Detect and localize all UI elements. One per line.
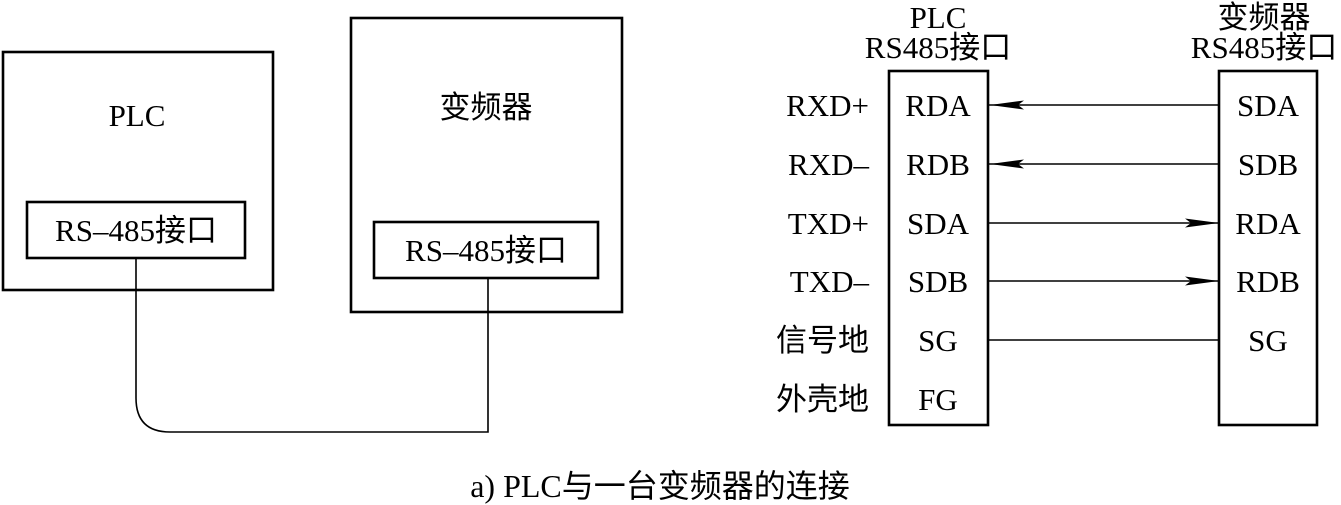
inverter-port-box [372, 220, 600, 280]
terminal-wiring: PLC RS485接口 变频器 RS485接口 RXD+ RDA SDA RXD– RD… [776, 0, 1337, 427]
plc-terminal-header: PLC RS485接口 [865, 0, 1011, 65]
plc-title: PLC [109, 98, 166, 133]
arrowhead-left-icon [990, 100, 1024, 110]
rs485-cable [135, 258, 489, 433]
plc-port-label: RS–485接口 [55, 213, 217, 248]
arrowhead-left-icon [990, 159, 1024, 169]
inverter-title: 变频器 [440, 90, 533, 125]
signal-name: TXD+ [788, 206, 869, 241]
inverter-terminal-label: SDA [1237, 88, 1300, 123]
plc-box [1, 50, 275, 292]
terminal-row: RXD+ RDA SDA [786, 88, 1300, 123]
signal-name: TXD– [790, 264, 870, 299]
plc-header-line2: RS485接口 [865, 30, 1011, 65]
inverter-terminal-label: SG [1248, 323, 1288, 358]
arrowhead-right-icon [1185, 218, 1219, 228]
inverter-terminal-box [1217, 69, 1319, 427]
signal-name: 信号地 [776, 323, 869, 358]
terminal-row: TXD+ SDA RDA [788, 206, 1302, 241]
inverter-block: 变频器 RS–485接口 [349, 16, 624, 314]
plc-terminal-label: SG [918, 323, 958, 358]
inverter-terminal-header: 变频器 RS485接口 [1191, 0, 1337, 65]
plc-header-line1: PLC [910, 0, 967, 35]
plc-terminal-label: RDB [906, 147, 970, 182]
inverter-port-label: RS–485接口 [405, 233, 567, 268]
plc-terminal-label: SDB [908, 264, 968, 299]
figure-caption: a) PLC与一台变频器的连接 [470, 468, 850, 504]
plc-terminal-box [887, 69, 990, 427]
signal-name: 外壳地 [776, 382, 869, 417]
signal-name: RXD– [788, 147, 869, 182]
inverter-box [349, 16, 624, 314]
inverter-terminal-label: SDB [1238, 147, 1298, 182]
terminal-row: 信号地 SG SG [776, 323, 1288, 358]
terminal-row: TXD– SDB RDB [790, 264, 1300, 299]
plc-block: PLC RS–485接口 [1, 50, 275, 292]
plc-terminal-label: FG [918, 382, 958, 417]
block-diagram: PLC RS–485接口 变频器 RS–485接口 [1, 16, 624, 433]
inverter-header-line1: 变频器 [1218, 0, 1311, 35]
terminal-rows: RXD+ RDA SDA RXD– RDB SDB TXD+ SDA RDA TXD– SDB RDB… [776, 88, 1301, 417]
plc-terminal-label: RDA [905, 88, 971, 123]
inverter-terminal-label: RDB [1236, 264, 1300, 299]
arrowhead-right-icon [1185, 276, 1219, 286]
inverter-terminal-label: RDA [1235, 206, 1301, 241]
signal-name: RXD+ [786, 88, 869, 123]
terminal-row: 外壳地 FG [776, 382, 958, 417]
inverter-header-line2: RS485接口 [1191, 30, 1337, 65]
terminal-row: RXD– RDB SDB [788, 147, 1298, 182]
plc-terminal-label: SDA [907, 206, 970, 241]
